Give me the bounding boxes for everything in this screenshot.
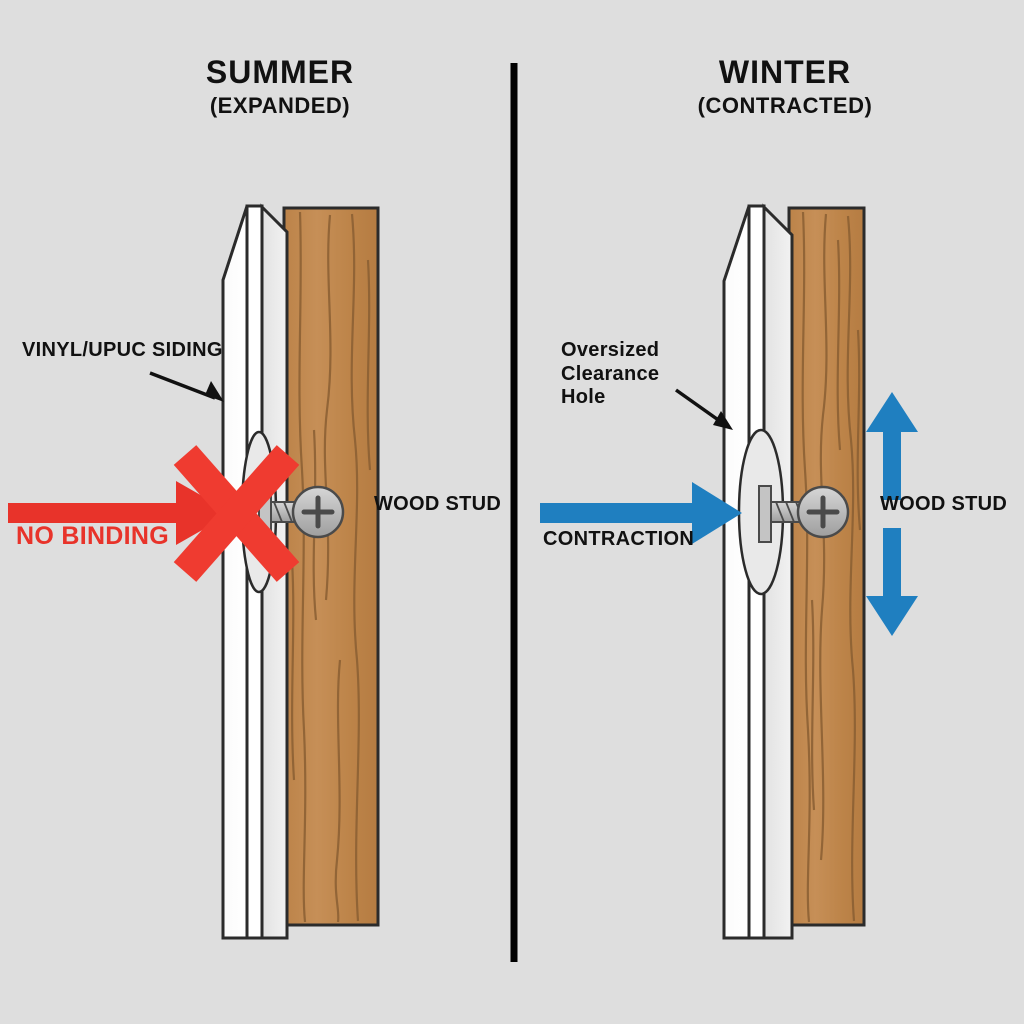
left-screw xyxy=(258,484,345,542)
phillips-slot-right xyxy=(806,495,840,529)
left-panel-heading: SUMMER (EXPANDED) xyxy=(120,56,440,117)
right-wood-stud-label: WOOD STUD xyxy=(880,493,1008,515)
contraction-arrow xyxy=(540,482,742,544)
right-panel-subtitle: (CONTRACTED) xyxy=(697,93,873,118)
clearance-hole-label-line1: Oversized xyxy=(561,339,660,361)
clearance-hole-label-line2: Clearance xyxy=(561,362,660,385)
right-wood-stud xyxy=(787,206,866,927)
siding-leader-arrow xyxy=(149,371,224,402)
clearance-hole-label: Oversized Clearance Hole xyxy=(561,339,731,410)
left-wood-stud-label: WOOD STUD xyxy=(374,493,502,515)
left-panel-assembly xyxy=(8,203,380,940)
no-binding-label: NO BINDING xyxy=(16,522,169,550)
right-vinyl-siding xyxy=(722,203,794,940)
clearance-hole-label-line3: Hole xyxy=(561,386,606,409)
contraction-label: CONTRACTION xyxy=(543,528,695,550)
right-panel-title: WINTER xyxy=(718,54,852,90)
right-screw xyxy=(758,485,850,543)
right-panel-heading: WINTER (CONTRACTED) xyxy=(625,56,945,117)
no-binding-arrow xyxy=(8,481,232,545)
hole-leader-arrow xyxy=(674,388,733,430)
left-panel-title: SUMMER xyxy=(205,54,355,90)
right-panel-assembly xyxy=(540,203,918,940)
vertical-double-arrow xyxy=(866,392,918,636)
phillips-slot-left xyxy=(301,495,335,529)
left-siding-label: VINYL/UPUC SIDING xyxy=(22,339,223,361)
red-x-mark xyxy=(173,445,300,582)
left-wood-stud xyxy=(282,206,380,927)
left-panel-subtitle: (EXPANDED) xyxy=(209,93,351,118)
